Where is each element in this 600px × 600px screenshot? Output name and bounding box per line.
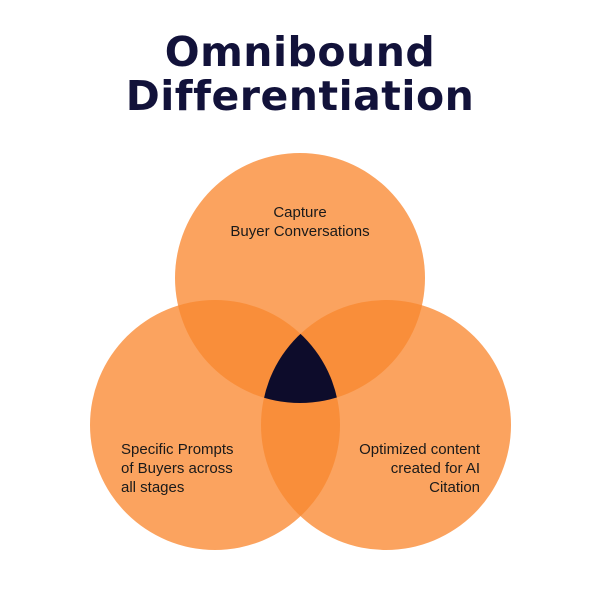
left-label-line-2: of Buyers across xyxy=(121,460,233,477)
page-title: Omnibound Differentiation xyxy=(0,30,600,118)
overlap-top-left xyxy=(175,300,340,403)
right-circle-label: Optimized content created for AI Citatio… xyxy=(330,440,480,497)
top-label-line-1: Capture xyxy=(273,204,327,221)
title-line-1: Omnibound xyxy=(164,28,436,76)
right-label-line-3: Citation xyxy=(429,479,480,496)
right-label-line-1: Optimized content xyxy=(359,441,480,458)
top-circle-label: Capture Buyer Conversations xyxy=(200,203,400,241)
title-line-2: Differentiation xyxy=(125,72,475,120)
left-label-line-1: Specific Prompts xyxy=(121,441,234,458)
right-label-line-2: created for AI xyxy=(390,460,480,477)
top-label-line-2: Buyer Conversations xyxy=(230,223,370,240)
left-circle-label: Specific Prompts of Buyers across all st… xyxy=(121,440,271,497)
overlap-top-right xyxy=(261,300,425,403)
left-label-line-3: all stages xyxy=(121,479,185,496)
